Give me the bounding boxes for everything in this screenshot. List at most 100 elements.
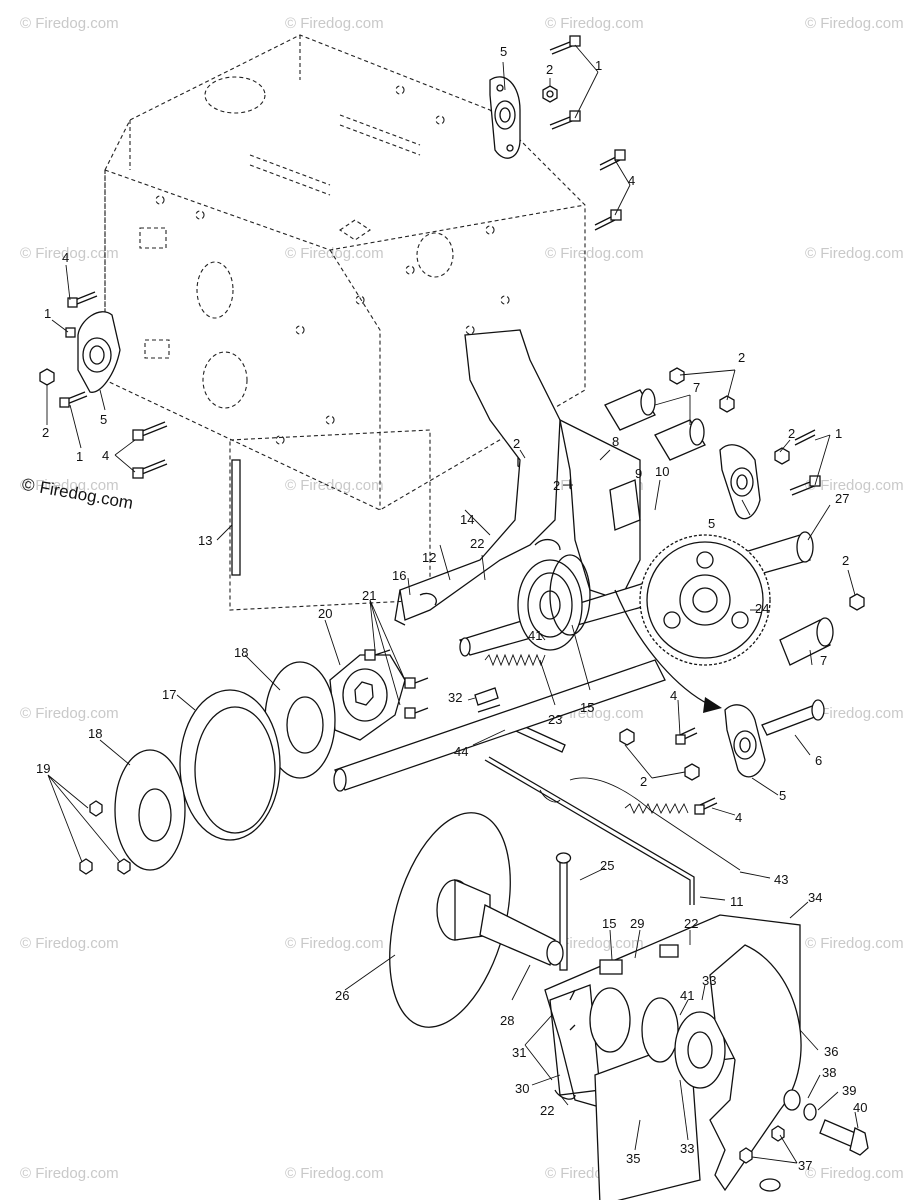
watermark-text: © Firedog.com — [545, 245, 644, 262]
callout-31: 31 — [512, 1045, 526, 1060]
watermark-text: © Firedog.com — [805, 705, 904, 722]
callout-41: 41 — [680, 988, 694, 1003]
callout-18: 18 — [88, 726, 102, 741]
watermark-text: © Firedog.com — [20, 705, 119, 722]
frame-bracket — [394, 329, 641, 626]
watermark-text: © Firedog.com — [285, 935, 384, 952]
callout-15: 15 — [602, 916, 616, 931]
watermark-text: © Firedog.com — [285, 15, 384, 32]
shift-rod — [484, 756, 695, 905]
callout-27: 27 — [835, 491, 849, 506]
watermark-text: © Firedog.com — [20, 935, 119, 952]
pulley-assembly — [517, 479, 641, 651]
callout-33: 33 — [680, 1141, 694, 1156]
callout-30: 30 — [515, 1081, 529, 1096]
callout-33: 33 — [702, 973, 716, 988]
callout-20: 20 — [318, 606, 332, 621]
callout-25: 25 — [600, 858, 614, 873]
callout-18: 18 — [234, 645, 248, 660]
callout-2: 2 — [640, 774, 647, 789]
callout-22: 22 — [684, 916, 698, 931]
watermark-text: © Firedog.com — [20, 477, 119, 494]
callout-4: 4 — [628, 173, 635, 188]
callout-5: 5 — [100, 412, 107, 427]
callout-7: 7 — [820, 653, 827, 668]
callout-28: 28 — [500, 1013, 514, 1028]
callout-23: 23 — [548, 712, 562, 727]
callout-16: 16 — [392, 568, 406, 583]
watermark-text: © Firedog.com — [285, 477, 384, 494]
sprocket-guard — [709, 944, 802, 1192]
callout-24: 24 — [755, 601, 769, 616]
watermark-text: © Firedog.com — [545, 935, 644, 952]
callout-labels: 5 2 1 4 4 1 2 1 5 4 2 7 2 2 8 9 10 2 1 5… — [36, 44, 867, 1173]
callout-4: 4 — [670, 688, 677, 703]
drive-gear — [639, 534, 771, 666]
callout-43: 43 — [774, 872, 788, 887]
callout-29: 29 — [630, 916, 644, 931]
callout-15: 15 — [580, 700, 594, 715]
callout-2: 2 — [738, 350, 745, 365]
direction-arrow — [614, 589, 722, 713]
callout-4: 4 — [735, 810, 742, 825]
pin-25 — [555, 852, 572, 971]
watermark-text: © Firedog.com — [285, 245, 384, 262]
bolt-assembly — [739, 1089, 869, 1164]
callout-22: 22 — [470, 536, 484, 551]
callout-19: 19 — [36, 761, 50, 776]
callout-2: 2 — [553, 478, 560, 493]
watermark-text: © Firedog.com — [20, 1165, 119, 1182]
callout-6: 6 — [815, 753, 822, 768]
callout-4: 4 — [102, 448, 109, 463]
callout-41: 41 — [528, 628, 542, 643]
callout-9: 9 — [635, 466, 642, 481]
watermark-text: © Firedog.com — [805, 935, 904, 952]
callout-40: 40 — [853, 1100, 867, 1115]
disc-hub — [436, 879, 564, 966]
tube — [333, 659, 666, 792]
callout-36: 36 — [824, 1044, 838, 1059]
callout-1: 1 — [595, 58, 602, 73]
callout-2: 2 — [546, 62, 553, 77]
watermark-text: © Firedog.com — [20, 245, 119, 262]
callout-39: 39 — [842, 1083, 856, 1098]
extension-spring — [569, 777, 741, 871]
callout-34: 34 — [808, 890, 822, 905]
watermark-text: © Firedog.com — [805, 477, 904, 494]
callout-5: 5 — [779, 788, 786, 803]
watermark-text: © Firedog.com — [805, 1165, 904, 1182]
watermark-text: © Firedog.com — [285, 1165, 384, 1182]
callout-44: 44 — [454, 744, 468, 759]
watermark-text: © Firedog.com — [805, 245, 904, 262]
callout-14: 14 — [460, 512, 474, 527]
callout-32: 32 — [448, 690, 462, 705]
bearing-flange-right-upper — [719, 444, 821, 520]
callout-5: 5 — [708, 516, 715, 531]
callout-22: 22 — [540, 1103, 554, 1118]
callout-38: 38 — [822, 1065, 836, 1080]
pin-rod — [231, 459, 241, 576]
bearing-flange-right-lower — [619, 699, 825, 815]
watermark-text: © Firedog.com — [545, 15, 644, 32]
callout-21: 21 — [362, 588, 376, 603]
callout-5: 5 — [500, 44, 507, 59]
callout-leaders — [46, 44, 859, 1164]
callout-12: 12 — [422, 550, 436, 565]
spring — [484, 653, 546, 667]
callout-17: 17 — [162, 687, 176, 702]
callout-1: 1 — [835, 426, 842, 441]
callout-1: 1 — [76, 449, 83, 464]
callout-37: 37 — [798, 1158, 812, 1173]
watermark-text: © Firedog.com — [805, 15, 904, 32]
callout-11: 11 — [730, 894, 744, 909]
friction-wheel-stack — [79, 661, 336, 875]
callout-1: 1 — [44, 306, 51, 321]
callout-13: 13 — [198, 533, 212, 548]
watermark-text: © Firedog.com — [20, 15, 119, 32]
callout-26: 26 — [335, 988, 349, 1003]
callout-2: 2 — [842, 553, 849, 568]
callout-35: 35 — [626, 1151, 640, 1166]
bearing-housing — [329, 649, 429, 741]
bearing-flange-left — [39, 291, 168, 479]
callout-8: 8 — [612, 434, 619, 449]
